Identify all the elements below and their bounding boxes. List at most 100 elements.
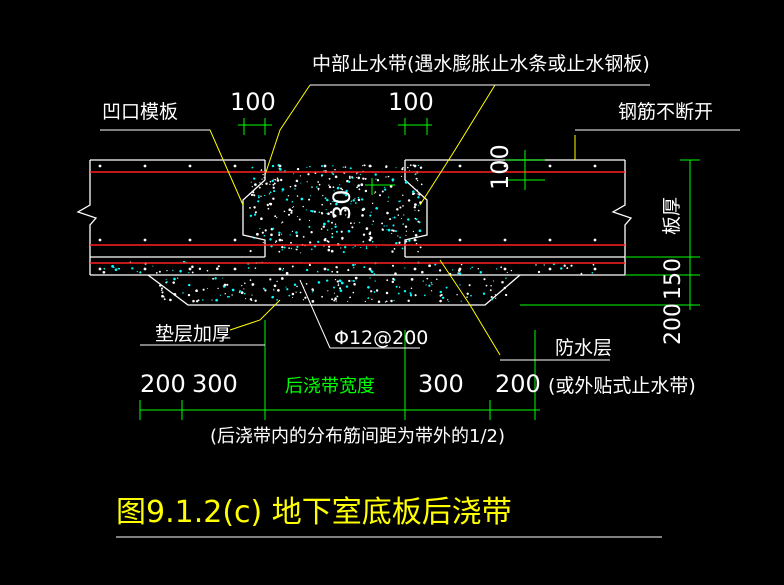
concrete-dot <box>333 198 336 201</box>
concrete-dot <box>396 208 399 211</box>
concrete-dot <box>430 290 433 292</box>
concrete-dot <box>333 299 336 302</box>
concrete-dot <box>273 288 275 290</box>
concrete-dot <box>217 265 220 268</box>
concrete-dot <box>402 194 404 197</box>
concrete-dot <box>350 203 352 205</box>
concrete-dot <box>322 195 324 197</box>
concrete-dot <box>367 297 370 299</box>
concrete-dot <box>352 247 354 249</box>
concrete-dot <box>305 209 307 211</box>
rebar-dot <box>233 238 237 242</box>
concrete-dot <box>328 184 330 186</box>
label-rebar-spec: Φ12@200 <box>334 327 428 349</box>
concrete-dot <box>439 294 442 297</box>
concrete-dot <box>389 218 392 221</box>
concrete-dot <box>296 245 299 248</box>
concrete-dot <box>353 283 356 286</box>
concrete-dot <box>328 185 332 189</box>
rebar-dot <box>323 238 327 242</box>
concrete-dot <box>387 196 390 198</box>
concrete-dot <box>371 223 373 225</box>
concrete-dot <box>468 284 471 287</box>
concrete-dot <box>356 173 358 175</box>
concrete-dot <box>260 217 263 220</box>
concrete-texture <box>102 164 595 304</box>
concrete-dot <box>294 188 296 190</box>
rebar-dot <box>458 164 462 168</box>
concrete-dot <box>173 277 176 281</box>
concrete-dot <box>381 222 384 225</box>
concrete-dot <box>470 268 472 270</box>
cushion-bottom-right <box>400 274 521 306</box>
concrete-dot <box>224 292 227 295</box>
concrete-dot <box>293 283 297 287</box>
concrete-dot <box>320 211 323 214</box>
rebar-dot <box>323 267 327 271</box>
concrete-dot <box>187 293 191 297</box>
concrete-dot <box>257 200 260 203</box>
concrete-dot <box>339 289 343 292</box>
concrete-dot <box>385 165 388 168</box>
concrete-dot <box>260 195 262 198</box>
concrete-dot <box>357 176 361 180</box>
concrete-dot <box>350 200 353 202</box>
concrete-dot <box>386 225 388 227</box>
concrete-dot <box>391 178 395 181</box>
concrete-dot <box>311 186 313 188</box>
concrete-dot <box>428 264 431 268</box>
concrete-dot <box>254 183 257 186</box>
concrete-dot <box>354 264 356 266</box>
concrete-dot <box>321 295 323 298</box>
concrete-dot <box>466 292 469 295</box>
concrete-dot <box>254 211 257 214</box>
dim-300-left: 300 <box>192 370 238 398</box>
concrete-dot <box>374 173 377 176</box>
concrete-dot <box>311 210 314 213</box>
concrete-dot <box>191 265 194 269</box>
concrete-dot <box>419 166 423 169</box>
concrete-dot <box>415 177 418 180</box>
concrete-dot <box>274 178 277 181</box>
rebar-dot <box>503 267 507 271</box>
concrete-dot <box>331 236 334 239</box>
concrete-dot <box>354 245 356 247</box>
concrete-dot <box>308 219 310 222</box>
concrete-dot <box>409 292 412 295</box>
concrete-dot <box>206 269 209 272</box>
concrete-dot <box>391 250 394 253</box>
concrete-dot <box>340 230 343 233</box>
concrete-dot <box>344 246 347 249</box>
concrete-dot <box>425 284 427 286</box>
concrete-dot <box>375 206 379 210</box>
concrete-dot <box>268 202 271 205</box>
concrete-dot <box>328 245 331 248</box>
label-rebar-continuous: 钢筋不断开 <box>618 101 713 123</box>
concrete-dot <box>243 288 245 290</box>
concrete-dot <box>375 246 377 248</box>
concrete-dot <box>375 178 377 180</box>
concrete-dot <box>273 289 275 291</box>
concrete-dot <box>161 291 164 294</box>
concrete-dot <box>289 234 291 236</box>
concrete-dot <box>302 299 305 301</box>
label-external-waterstop: (或外贴式止水带) <box>548 375 696 397</box>
concrete-dot <box>278 231 281 234</box>
concrete-dot <box>214 277 217 280</box>
dim-200-right: 200 <box>495 370 541 398</box>
concrete-dot <box>278 168 282 171</box>
figure-title: 图9.1.2(c) 地下室底板后浇带 <box>116 495 512 530</box>
concrete-dot <box>261 231 264 234</box>
concrete-dot <box>187 283 191 287</box>
concrete-dot <box>308 264 311 267</box>
concrete-dot <box>505 277 507 279</box>
concrete-dot <box>206 287 209 290</box>
concrete-dot <box>311 300 315 303</box>
concrete-dot <box>381 190 384 193</box>
concrete-dot <box>370 290 373 293</box>
concrete-dot <box>251 283 255 286</box>
concrete-dot <box>282 269 284 271</box>
concrete-dot <box>241 284 243 287</box>
concrete-dot <box>323 222 326 226</box>
concrete-dot <box>290 211 293 214</box>
